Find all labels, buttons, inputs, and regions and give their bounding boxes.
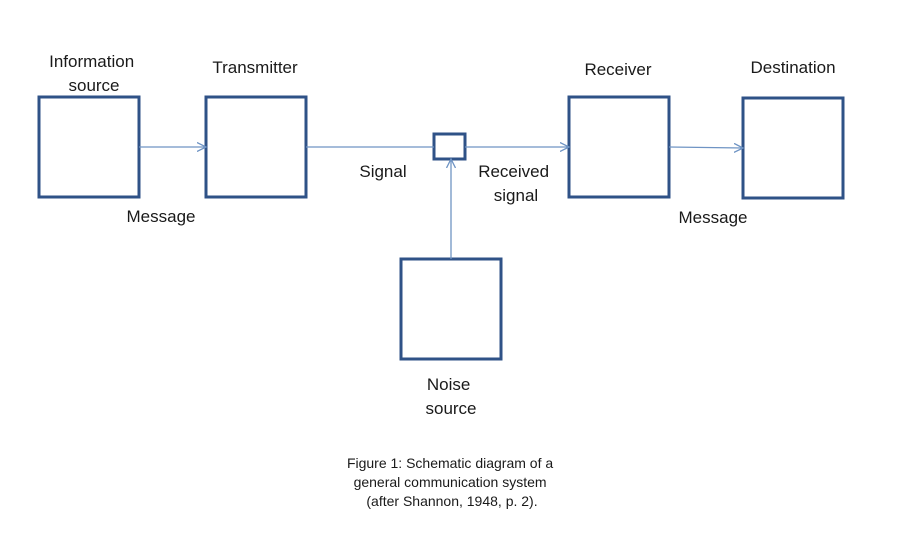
transmitter-box [204, 95, 308, 199]
figure-caption: Figure 1: Schematic diagram of a general… [347, 455, 557, 509]
noise-source-label-line1: Noise [427, 375, 470, 394]
message-label: Message [127, 207, 196, 226]
information-source-label: Information source [49, 52, 139, 95]
information-source-label-line1: Information [49, 52, 134, 71]
message-out-arrow [668, 147, 743, 148]
noise-source-box [399, 257, 503, 361]
information-source-label-line2: source [68, 76, 119, 95]
destination-label: Destination [750, 58, 835, 77]
information-source-box [37, 95, 141, 199]
transmitter-label: Transmitter [212, 58, 298, 77]
destination-box [741, 96, 845, 200]
received-signal-label-line1: Received [478, 162, 549, 181]
message-out-label: Message [679, 208, 748, 227]
noise-source-label-line2: source [425, 399, 476, 418]
received-signal-label-line2: signal [494, 186, 538, 205]
figure-caption-line1: Figure 1: Schematic diagram of a [347, 455, 553, 471]
figure-caption-line2: general communication system [354, 474, 547, 490]
figure-caption-line3: (after Shannon, 1948, p. 2). [366, 493, 537, 509]
mixer-node [432, 132, 467, 161]
signal-label: Signal [359, 162, 406, 181]
received-signal-label: Received signal [478, 162, 554, 205]
receiver-box [567, 95, 671, 199]
noise-source-label: Noise source [425, 375, 476, 418]
receiver-label: Receiver [584, 60, 651, 79]
